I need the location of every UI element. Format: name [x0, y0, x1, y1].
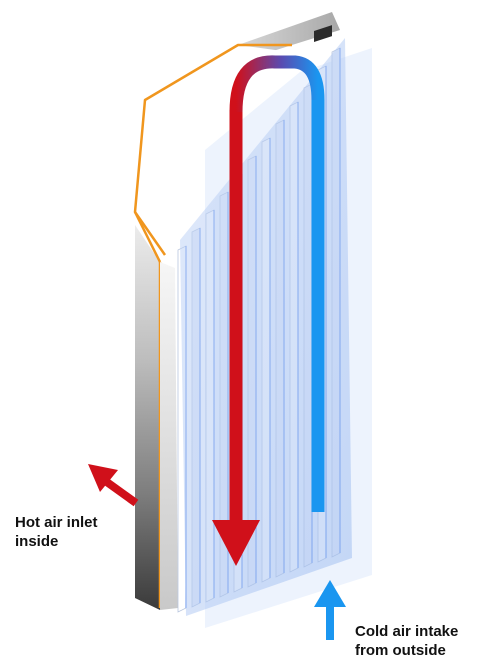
cold-air-label: Cold air intake from outside: [355, 622, 475, 660]
housing-front-column: [135, 225, 160, 610]
housing-inner-side: [160, 262, 178, 610]
housing-top-vent: [314, 25, 332, 42]
housing-top-cap: [238, 12, 340, 52]
arrow-up-left-icon: [88, 464, 139, 507]
front-plate-face: [180, 38, 352, 616]
cold-air-label-line-2: from outside: [355, 642, 446, 659]
air-path-bend: [229, 55, 325, 113]
frame-outline-upper: [133, 43, 292, 256]
hot-air-label-line-1: Hot air inlet: [15, 514, 98, 531]
cold-air-label-line-1: Cold air intake: [355, 623, 459, 640]
arrow-up-icon: [314, 580, 346, 640]
housing-upper-frame: [135, 45, 290, 258]
frame-outline-diag: [133, 211, 162, 263]
hot-air-label-line-2: inside: [15, 533, 59, 550]
hot-air-label: Hot air inlet inside: [15, 513, 145, 551]
hot-air-arrowhead: [212, 520, 260, 566]
